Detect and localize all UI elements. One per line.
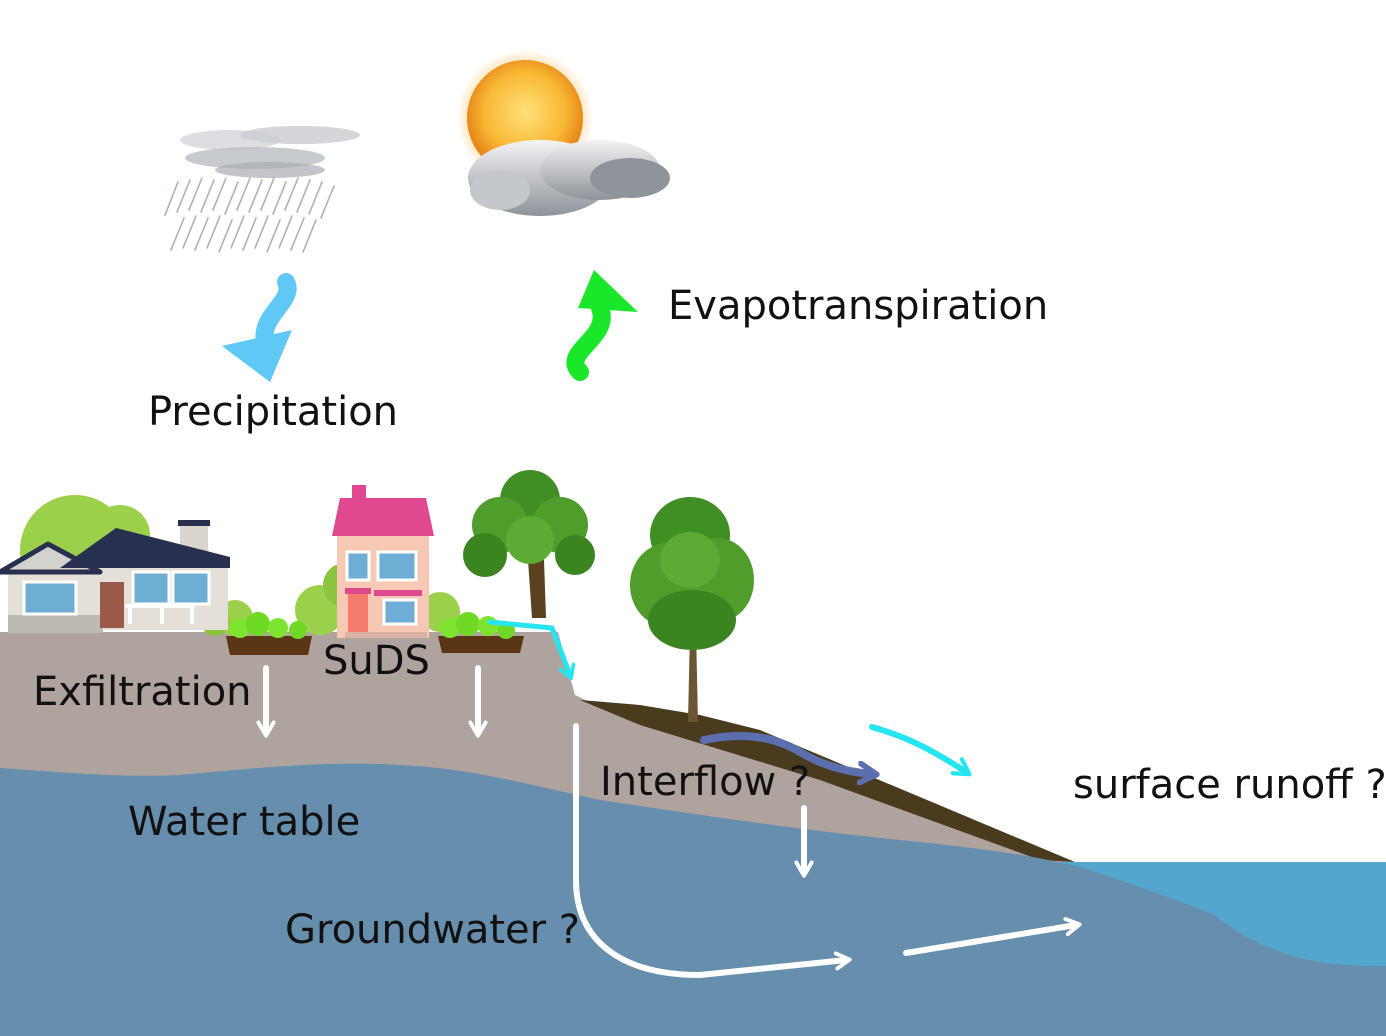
interflow-label: Interflow ? <box>600 759 811 805</box>
exfiltration-label: Exfiltration <box>33 669 252 715</box>
groundwater-zone <box>0 763 1386 1036</box>
rain-cloud-icon <box>164 126 360 253</box>
tree-icon <box>463 470 595 618</box>
interflow-arrow <box>700 731 872 774</box>
suds-overflow-arrow <box>487 619 576 681</box>
suds-planter-right <box>438 612 524 653</box>
surface-runoff-label: surface runoff ? <box>1073 762 1386 808</box>
suds-label: SuDS <box>323 638 430 684</box>
evapotranspiration-arrow <box>566 299 611 381</box>
tree-icon <box>630 497 754 722</box>
groundwater-outflow-arrow <box>903 917 1082 956</box>
groundwater-label: Groundwater ? <box>285 907 581 953</box>
groundwater-flow-arrow <box>573 723 852 978</box>
water-table-label: Water table <box>128 799 361 845</box>
suds-planter-left <box>226 612 312 655</box>
surface-runoff-arrow <box>869 724 972 777</box>
house-icon <box>0 520 230 633</box>
sun-cloud-icon <box>457 50 670 216</box>
precipitation-label: Precipitation <box>148 389 399 435</box>
pink-house-icon <box>332 485 434 638</box>
evapotranspiration-label: Evapotranspiration <box>668 283 1049 329</box>
